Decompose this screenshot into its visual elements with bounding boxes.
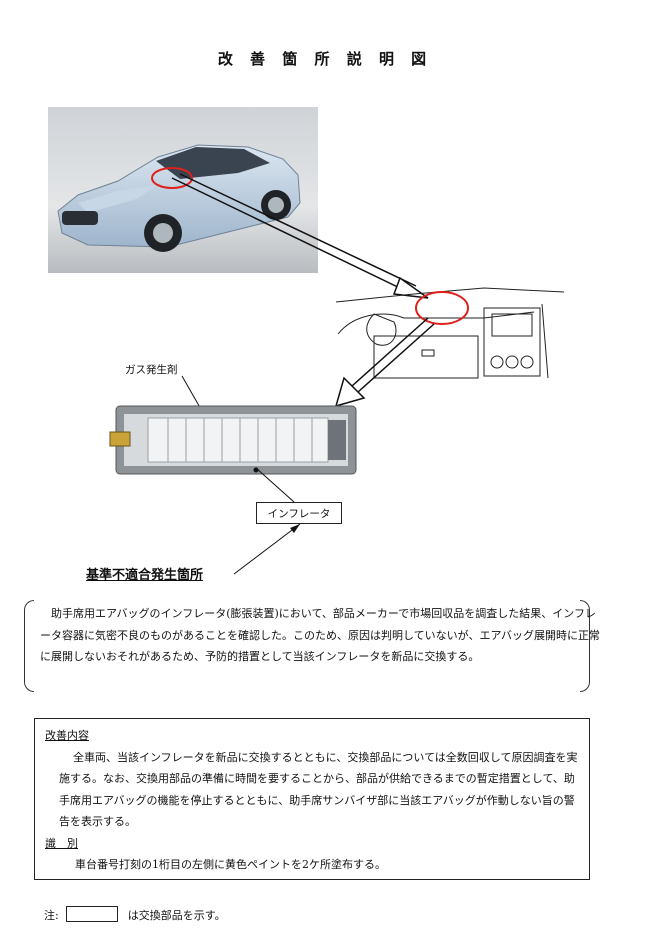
replacement-part-legend-box	[66, 906, 119, 922]
pointer-arrow-dashboard	[334, 317, 435, 408]
inflator-leader	[255, 467, 295, 503]
pointer-arrow-car	[171, 173, 429, 299]
note-suffix: は交換部品を示す。	[127, 909, 226, 922]
page-title: 改 善 箇 所 説 明 図	[217, 50, 433, 68]
improvement-heading: 改善内容	[45, 729, 89, 742]
identification-text: 車台番号打刻の1桁目の左側に黄色ペイントを2ケ所塗布する。	[75, 858, 386, 871]
dashboard-drawing	[335, 287, 565, 379]
improvement-text: 全車両、当該インフレータを新品に交換するとともに、交換部品については全数回収して…	[59, 750, 578, 829]
note-prefix: 注:	[44, 909, 59, 922]
inflator-label-box: インフレータ	[256, 502, 342, 524]
inflator-drawing	[109, 405, 357, 475]
identification-heading: 識 別	[45, 836, 78, 850]
defect-pointer-arrow	[233, 523, 301, 575]
description-text: 助手席用エアバッグのインフレータ(膨張装置)において、部品メーカーで市場回収品を…	[40, 607, 601, 663]
defect-location-label: 基準不適合発生箇所	[86, 568, 204, 583]
car-photo	[48, 107, 318, 273]
description-paragraph: 助手席用エアバッグのインフレータ(膨張装置)において、部品メーカーで市場回収品を…	[40, 603, 606, 668]
gas-generator-caption: ガス発生剤	[125, 364, 178, 376]
description-bracket-left	[24, 600, 34, 692]
improvement-box: 改善内容 全車両、当該インフレータを新品に交換するとともに、交換部品については全…	[34, 718, 590, 880]
legend-note: 注: は交換部品を示す。	[44, 906, 226, 923]
